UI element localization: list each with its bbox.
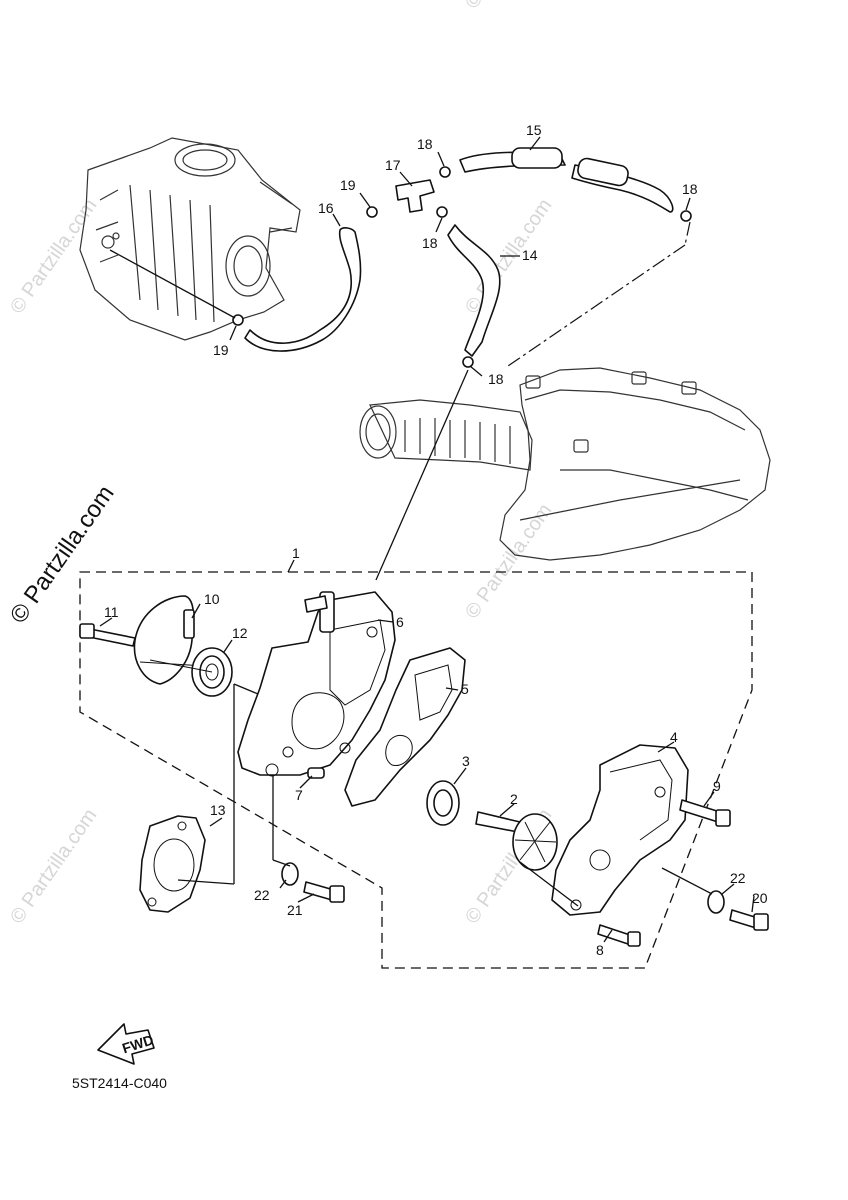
- callout-2: 2: [510, 791, 518, 807]
- callout-5: 5: [461, 681, 469, 697]
- callout-18: 18: [682, 181, 698, 197]
- callout-21: 21: [287, 902, 303, 918]
- callout-numbers: 15 18 17 19 16 18 18 14 19 18 1 10 11 12…: [104, 122, 768, 958]
- callout-19: 19: [340, 177, 356, 193]
- callout-12: 12: [232, 625, 248, 641]
- air-filter-box-illustration: [359, 367, 771, 561]
- watermarks: © Partzilla.com © Partzilla.com © Partzi…: [5, 0, 557, 928]
- callout-17: 17: [385, 157, 401, 173]
- callout-18: 18: [422, 235, 438, 251]
- callout-22: 22: [254, 887, 270, 903]
- cylinder-head-illustration: [79, 137, 301, 341]
- callout-18: 18: [417, 136, 433, 152]
- watermark: © Partzilla.com: [461, 500, 556, 623]
- callout-7: 7: [295, 787, 303, 803]
- callout-22: 22: [730, 870, 746, 886]
- watermark: © Partzilla.com: [461, 0, 556, 13]
- watermark: © Partzilla.com: [6, 805, 101, 928]
- callout-13: 13: [210, 802, 226, 818]
- callout-9: 9: [713, 778, 721, 794]
- callout-14: 14: [522, 247, 538, 263]
- callout-11: 11: [104, 604, 119, 620]
- callout-10: 10: [204, 591, 220, 607]
- callout-3: 3: [462, 753, 470, 769]
- callout-16: 16: [318, 200, 334, 216]
- callout-15: 15: [526, 122, 542, 138]
- assembly-boundary: [79, 571, 753, 969]
- callout-19: 19: [213, 342, 229, 358]
- callout-6: 6: [396, 614, 404, 630]
- callout-1: 1: [292, 545, 300, 561]
- diagram-code: 5ST2414-C040: [72, 1075, 167, 1091]
- callout-8: 8: [596, 942, 604, 958]
- fwd-arrow-icon: FWD: [97, 1023, 155, 1065]
- watermark: © Partzilla.com: [6, 195, 101, 318]
- callout-18: 18: [488, 371, 504, 387]
- leader-lines: [109, 136, 691, 581]
- watermark-large: © Partzilla.com: [5, 480, 120, 628]
- water-pump-parts: [79, 591, 769, 947]
- callout-20: 20: [752, 890, 768, 906]
- breather-hoses: [232, 147, 692, 368]
- callout-4: 4: [670, 729, 678, 745]
